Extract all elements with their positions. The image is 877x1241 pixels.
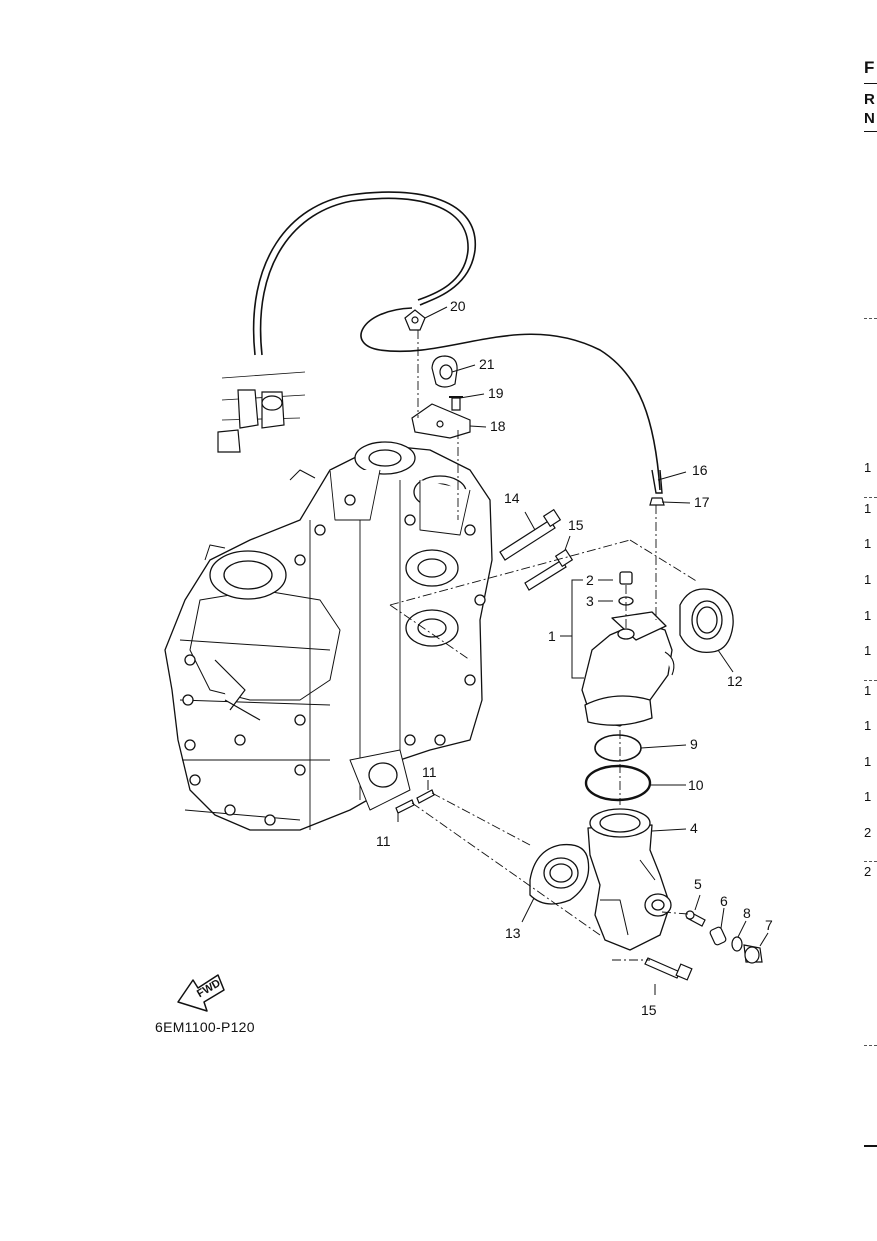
gasket-12: [679, 588, 734, 654]
callout-15-upper: 15: [568, 517, 584, 533]
edge-rule: [864, 1145, 877, 1147]
edge-row-2: N: [864, 110, 875, 127]
o-rings: [584, 734, 652, 802]
edge-divider: [864, 861, 877, 862]
inlet-cover-assembly: [581, 571, 675, 727]
callout-18: 18: [490, 418, 506, 434]
assembly-guide-lines: [389, 330, 699, 961]
edge-num: 1: [864, 789, 872, 804]
cylinder-block-illustration: [164, 441, 493, 831]
callout-19: 19: [488, 385, 504, 401]
callout-14: 14: [504, 490, 520, 506]
edge-num: 1: [864, 572, 872, 587]
callout-13: 13: [505, 925, 521, 941]
leader-lines: [397, 306, 769, 995]
callout-2: 2: [586, 572, 594, 588]
edge-num: 1: [864, 608, 872, 623]
hose-connection-inset: [217, 371, 306, 453]
edge-divider: [864, 680, 877, 681]
callout-7: 7: [765, 917, 773, 933]
callout-11-upper: 11: [422, 764, 437, 780]
edge-row-1: R: [864, 91, 875, 108]
callout-5: 5: [694, 876, 702, 892]
callout-9: 9: [690, 736, 698, 752]
edge-num: 1: [864, 683, 872, 698]
gasket-13: [529, 843, 590, 905]
edge-heading: F: [864, 58, 875, 77]
hose-clips-and-bracket: [404, 309, 665, 506]
callout-1: 1: [548, 628, 556, 644]
edge-rule: [864, 131, 877, 132]
callout-8: 8: [743, 905, 751, 921]
edge-divider: [864, 1045, 877, 1046]
anode-parts: [685, 910, 763, 964]
callout-17: 17: [694, 494, 710, 510]
cooling-hose: [252, 191, 663, 494]
callout-12: 12: [727, 673, 743, 689]
edge-rule: [864, 83, 877, 84]
edge-num: 2: [864, 864, 872, 879]
callout-10: 10: [688, 777, 704, 793]
callout-3: 3: [586, 593, 594, 609]
callout-11-lower: 11: [376, 833, 391, 849]
callout-15-lower: 15: [641, 1002, 657, 1018]
edge-divider: [864, 497, 877, 498]
edge-divider: [864, 318, 877, 319]
edge-num: 1: [864, 754, 872, 769]
callout-16: 16: [692, 462, 708, 478]
edge-num: 1: [864, 501, 872, 516]
callout-20: 20: [450, 298, 466, 314]
edge-num: 1: [864, 536, 872, 551]
callout-labels: 1 2 3 4 5 6 7 8 9 10 11 11 12 13 14 15 1…: [376, 298, 773, 1018]
callout-6: 6: [720, 893, 728, 909]
edge-num: 1: [864, 643, 872, 658]
outlet-elbow-4: [587, 808, 672, 951]
edge-num: 1: [864, 718, 872, 733]
fwd-arrow-icon: FWD: [177, 974, 225, 1012]
callout-21: 21: [479, 356, 495, 372]
edge-num: 1: [864, 460, 872, 475]
figure-code: 6EM1100-P120: [155, 1019, 255, 1035]
bolts-and-pins: [395, 508, 693, 981]
callout-4: 4: [690, 820, 698, 836]
edge-num: 2: [864, 825, 872, 840]
